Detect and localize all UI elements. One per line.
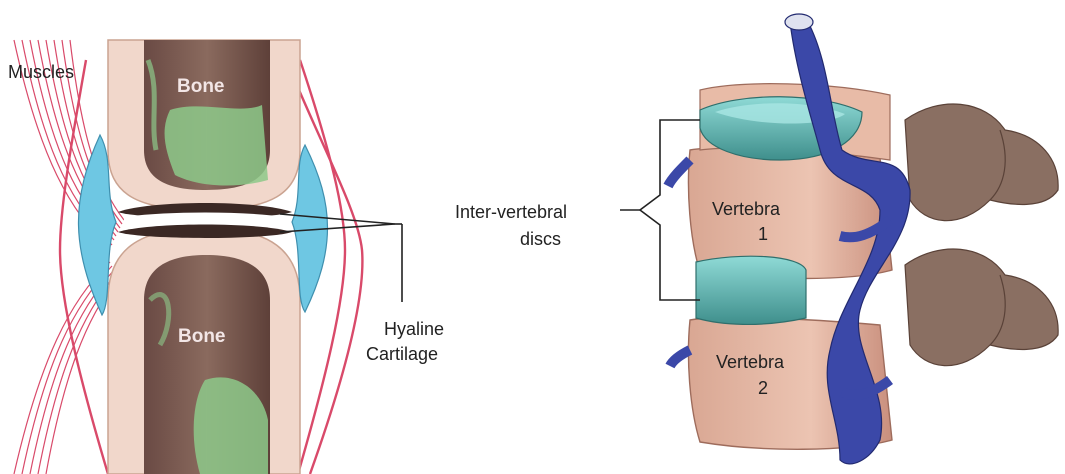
vertebra-2-label-line2: 2 <box>758 378 768 398</box>
upper-bone-marrow <box>165 105 268 185</box>
spinous-process-lower <box>905 249 1058 366</box>
vertebra-2-label-line1: Vertebra <box>716 352 785 372</box>
vessel-opening <box>785 14 813 30</box>
cartilage-label-line2: Cartilage <box>366 344 438 364</box>
vertebral-column: Inter-vertebral discs Vertebra 1 Vertebr… <box>455 14 1058 464</box>
intervertebral-disc-lower <box>696 256 806 324</box>
vertebra-1-label-line1: Vertebra <box>712 199 781 219</box>
discs-label-line1: Inter-vertebral <box>455 202 567 222</box>
muscles-label: Muscles <box>8 62 74 82</box>
synovial-joint: Muscles Bone Bone Hyaline Cartilage <box>8 40 444 474</box>
spinous-process-upper <box>905 104 1058 221</box>
upper-bone-label: Bone <box>177 76 225 97</box>
lower-bone-label: Bone <box>178 326 226 347</box>
discs-bracket <box>620 120 700 300</box>
vertebra-1-label-line2: 1 <box>758 224 768 244</box>
discs-label-line2: discs <box>520 229 561 249</box>
cartilage-label-line1: Hyaline <box>384 319 444 339</box>
